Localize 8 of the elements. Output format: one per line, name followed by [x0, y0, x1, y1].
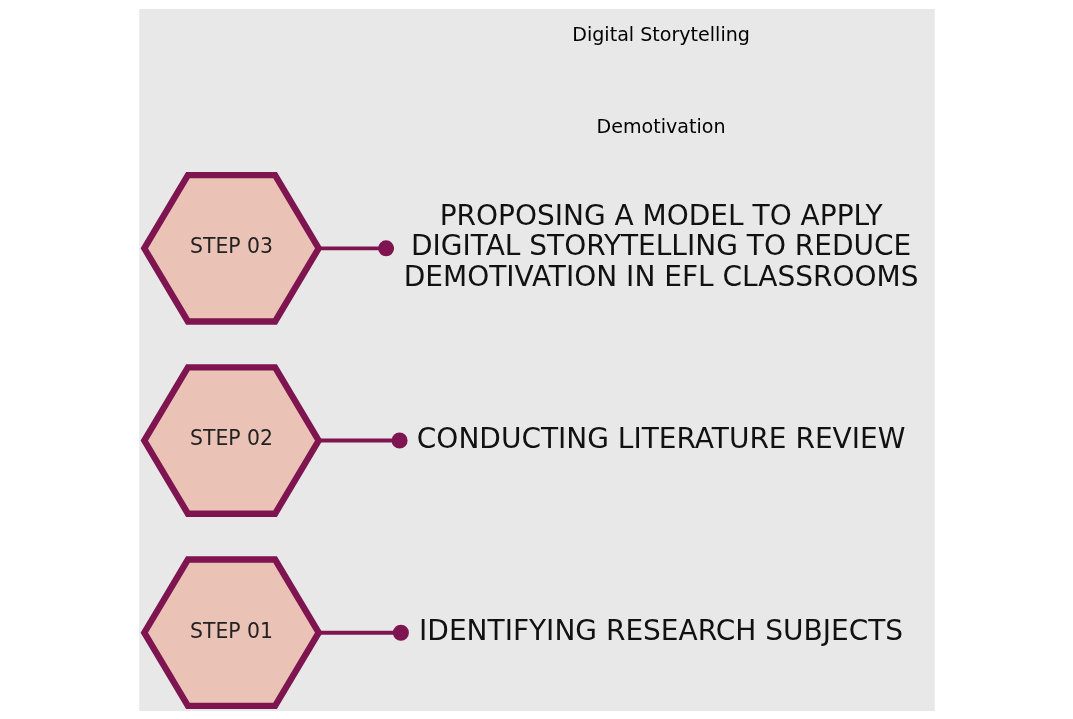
connector — [318, 624, 409, 641]
connector — [318, 432, 408, 449]
label: Demotivation — [596, 114, 726, 138]
label: Digital Storytelling — [571, 22, 750, 46]
node-text: CONDUCTING LITERATURE REVIEW — [416, 421, 905, 455]
node-text: IDENTIFYING RESEARCH SUBJECTS — [418, 613, 903, 647]
connector — [318, 239, 394, 256]
node-text: PROPOSING A MODEL TO APPLY DIGITAL STORYTELLING TO REDUCE DEMOTIVATION IN EFL CLASSROOMS — [403, 198, 918, 293]
